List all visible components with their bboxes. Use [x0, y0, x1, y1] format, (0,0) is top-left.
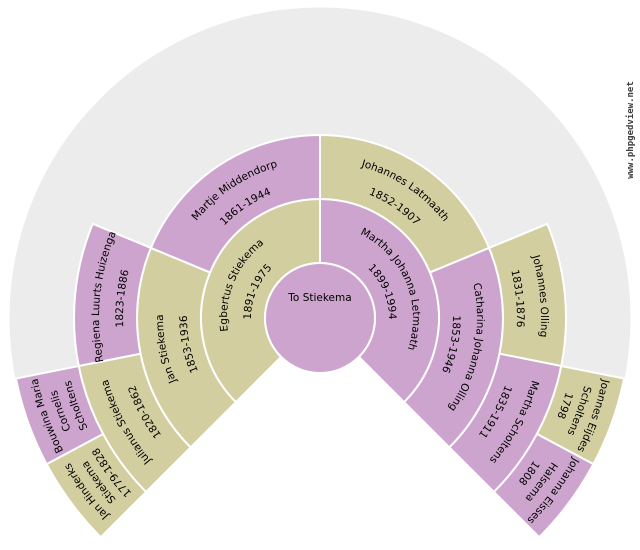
segment-wedge[interactable] — [492, 432, 595, 539]
phpgedview-watermark: www.phpgedview.net — [625, 81, 636, 179]
segment-wedge[interactable] — [14, 364, 105, 466]
center-person[interactable]: To Stiekema — [264, 262, 376, 374]
center-person-name: To Stiekema — [287, 292, 351, 304]
center-circle[interactable] — [264, 262, 376, 374]
segment-wedge[interactable] — [73, 222, 153, 368]
